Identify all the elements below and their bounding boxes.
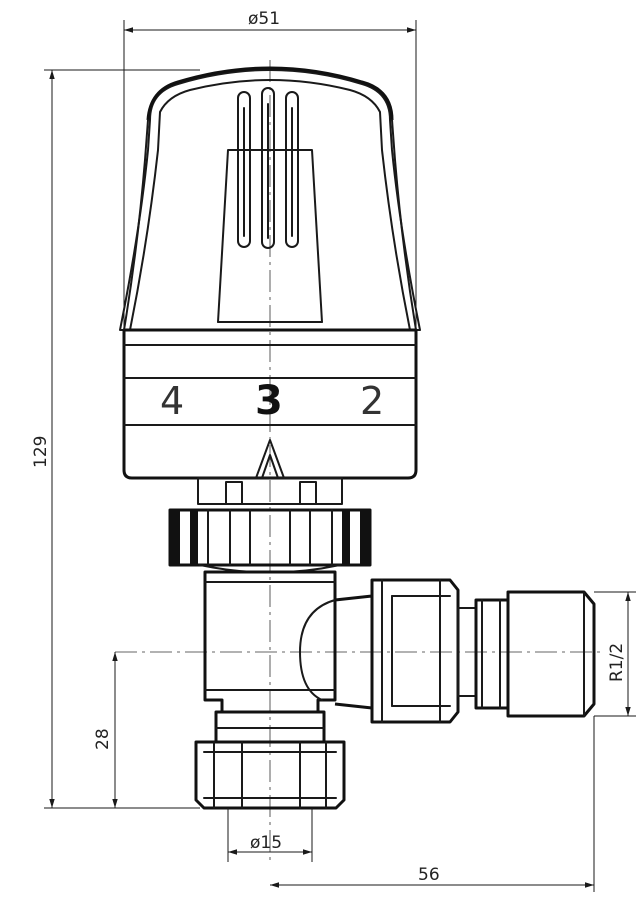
grip-ribs: [237, 87, 299, 249]
dial-number-right: 2: [360, 379, 384, 423]
dial-number-left: 4: [160, 379, 184, 423]
thermostatic-head: 4 3 2: [119, 66, 421, 480]
dimension-horizontal-length: 56: [270, 716, 595, 892]
thread-label: R1/2: [607, 643, 627, 682]
pipe-diameter-label: ø15: [250, 833, 282, 853]
dimension-total-height: 129: [31, 69, 200, 809]
dimension-pipe-diameter: ø15: [227, 808, 313, 862]
dimension-pipe-height: 28: [93, 652, 118, 808]
head-diameter-label: ø51: [248, 9, 280, 29]
knurled-nut: [168, 477, 372, 574]
pipe-height-label: 28: [93, 728, 113, 750]
horizontal-length-label: 56: [418, 865, 440, 885]
dimension-head-diameter: ø51: [123, 9, 417, 330]
total-height-label: 129: [31, 436, 51, 468]
dimension-thread: R1/2: [594, 591, 636, 717]
dial-number-center: 3: [255, 378, 283, 424]
center-lines: [115, 60, 605, 860]
valve-body: [194, 570, 596, 810]
index-arrow-icon: [255, 439, 285, 479]
